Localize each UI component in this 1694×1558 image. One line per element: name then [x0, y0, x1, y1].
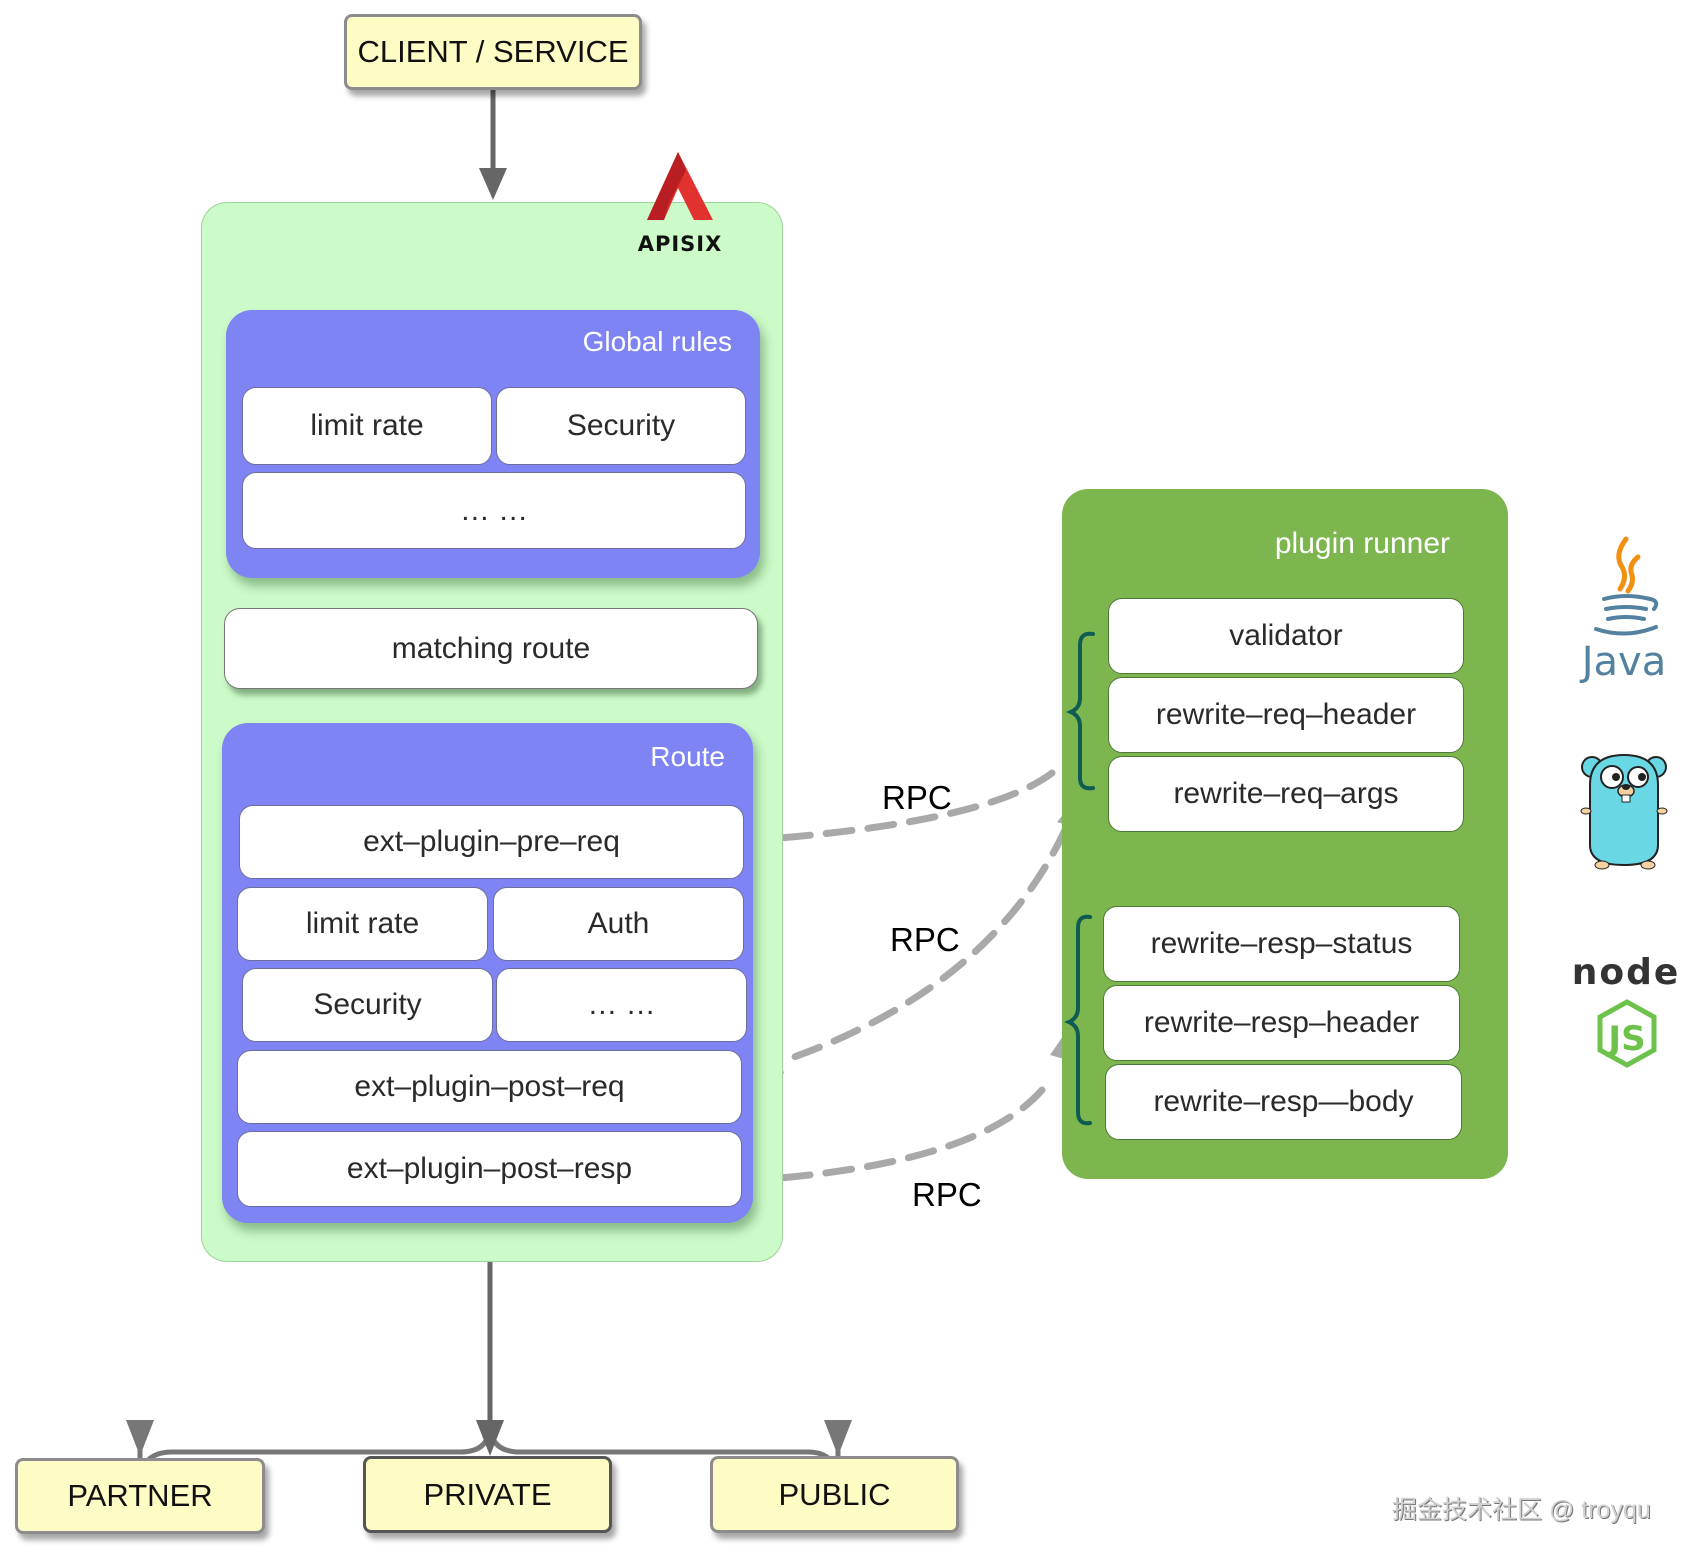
upstream-connectors [137, 1262, 841, 1486]
java-cup-icon [1594, 594, 1659, 636]
runner-plugin-rewrite-req-args: rewrite–req–args [1108, 756, 1464, 832]
gopher-hand-right-icon [1656, 807, 1668, 815]
nodejs-hexagon-icon [1597, 999, 1657, 1068]
runner-plugin-rewrite-resp-status: rewrite–resp–status [1103, 906, 1460, 982]
gopher-foot-right-icon [1640, 860, 1656, 870]
java-label: Java [1579, 639, 1667, 685]
global-rule-more: … … [242, 472, 746, 549]
apisix-logo-shade-icon [647, 152, 686, 220]
route-plugin-security: Security [242, 968, 493, 1042]
nodejs-js-label: JS [1606, 1019, 1645, 1059]
route-plugin-label: Security [313, 988, 422, 1021]
upstream-label: PRIVATE [423, 1476, 552, 1512]
upstream-label: PARTNER [67, 1478, 213, 1513]
gopher-foot-left-icon [1594, 860, 1610, 870]
public-arrow-head [824, 1420, 852, 1456]
gopher-teeth-icon [1621, 794, 1631, 803]
connector-partner [137, 1262, 493, 1486]
route-plugin-label: limit rate [305, 907, 420, 940]
route-plugin-label: Auth [587, 907, 650, 940]
gopher-pupil-left-icon [1612, 773, 1620, 781]
client-service-box: CLIENT / SERVICE [344, 14, 642, 90]
nodejs-top-label: node [1572, 952, 1681, 993]
rpc-label-post-resp: RPC [912, 1176, 982, 1213]
rpc-label-pre-req: RPC [882, 779, 952, 816]
matching-route-box: matching route [224, 608, 758, 689]
route-plugin-auth: Auth [493, 887, 744, 961]
runner-plugin-label: rewrite–resp–header [1143, 1006, 1420, 1039]
upstream-private-box: PRIVATE [363, 1456, 612, 1533]
runner-plugin-label: validator [1229, 619, 1343, 652]
global-rule-security: Security [496, 387, 746, 465]
route-plugin-label: ext–plugin–pre–req [363, 825, 620, 858]
runner-plugin-label: rewrite–req–args [1173, 777, 1399, 810]
global-rule-label: … … [459, 493, 529, 527]
route-plugin-ext-plugin-pre-req: ext–plugin–pre–req [239, 805, 744, 879]
global-rules-title: Global rules [582, 326, 732, 357]
matching-route-label: matching route [391, 631, 591, 665]
java-steam-icon [1616, 536, 1641, 594]
route-plugin-label: ext–plugin–post–resp [346, 1152, 633, 1185]
gopher-pupil-right-icon [1638, 773, 1646, 781]
global-rule-label: Security [566, 409, 676, 442]
nodejs-logo: node JS [1572, 952, 1681, 1068]
runner-plugin-validator: validator [1108, 598, 1464, 674]
rpc-arrow-post-resp [776, 1086, 1046, 1182]
runner-plugin-rewrite-req-header: rewrite–req–header [1108, 677, 1464, 753]
route-plugin-ext-plugin-post-req: ext–plugin–post–req [237, 1050, 742, 1124]
global-rule-label: limit rate [310, 409, 424, 442]
rpc-label-post-req: RPC [890, 921, 960, 958]
route-plugin-limit-rate: limit rate [237, 887, 488, 961]
private-arrow-head [476, 1420, 504, 1456]
apisix-logo-text: APISIX [638, 232, 723, 256]
gopher-nose-icon [1622, 784, 1630, 790]
runner-plugin-rewrite-resp-header: rewrite–resp–header [1103, 985, 1460, 1061]
global-rule-limit-rate: limit rate [242, 387, 492, 465]
watermark: 掘金技术社区 @ troyqu [1392, 1496, 1651, 1524]
apisix-logo: APISIX [638, 152, 723, 256]
partner-arrow-head [126, 1420, 154, 1456]
route-plugin-label: ext–plugin–post–req [354, 1070, 625, 1103]
java-logo: Java [1579, 536, 1667, 685]
route-title: Route [650, 741, 725, 772]
runner-plugin-label: rewrite–resp–status [1150, 927, 1413, 960]
upstream-label: PUBLIC [778, 1476, 891, 1512]
client-service-label: CLIENT / SERVICE [357, 34, 629, 69]
gopher-hand-left-icon [1580, 807, 1592, 815]
runner-plugin-rewrite-resp-body: rewrite–resp—body [1105, 1064, 1462, 1140]
go-gopher-logo [1580, 753, 1668, 870]
route-plugin-more: … … [496, 968, 747, 1042]
upstream-public-box: PUBLIC [710, 1456, 959, 1533]
plugin-runner-title: plugin runner [1274, 527, 1450, 560]
runner-plugin-label: rewrite–req–header [1155, 698, 1417, 731]
gopher-body-icon [1589, 753, 1659, 867]
route-plugin-ext-plugin-post-resp: ext–plugin–post–resp [237, 1131, 742, 1207]
upstream-partner-box: PARTNER [15, 1458, 265, 1534]
route-plugin-label: … … [587, 988, 656, 1021]
runner-plugin-label: rewrite–resp—body [1153, 1085, 1414, 1118]
client-arrow-head [479, 168, 507, 200]
